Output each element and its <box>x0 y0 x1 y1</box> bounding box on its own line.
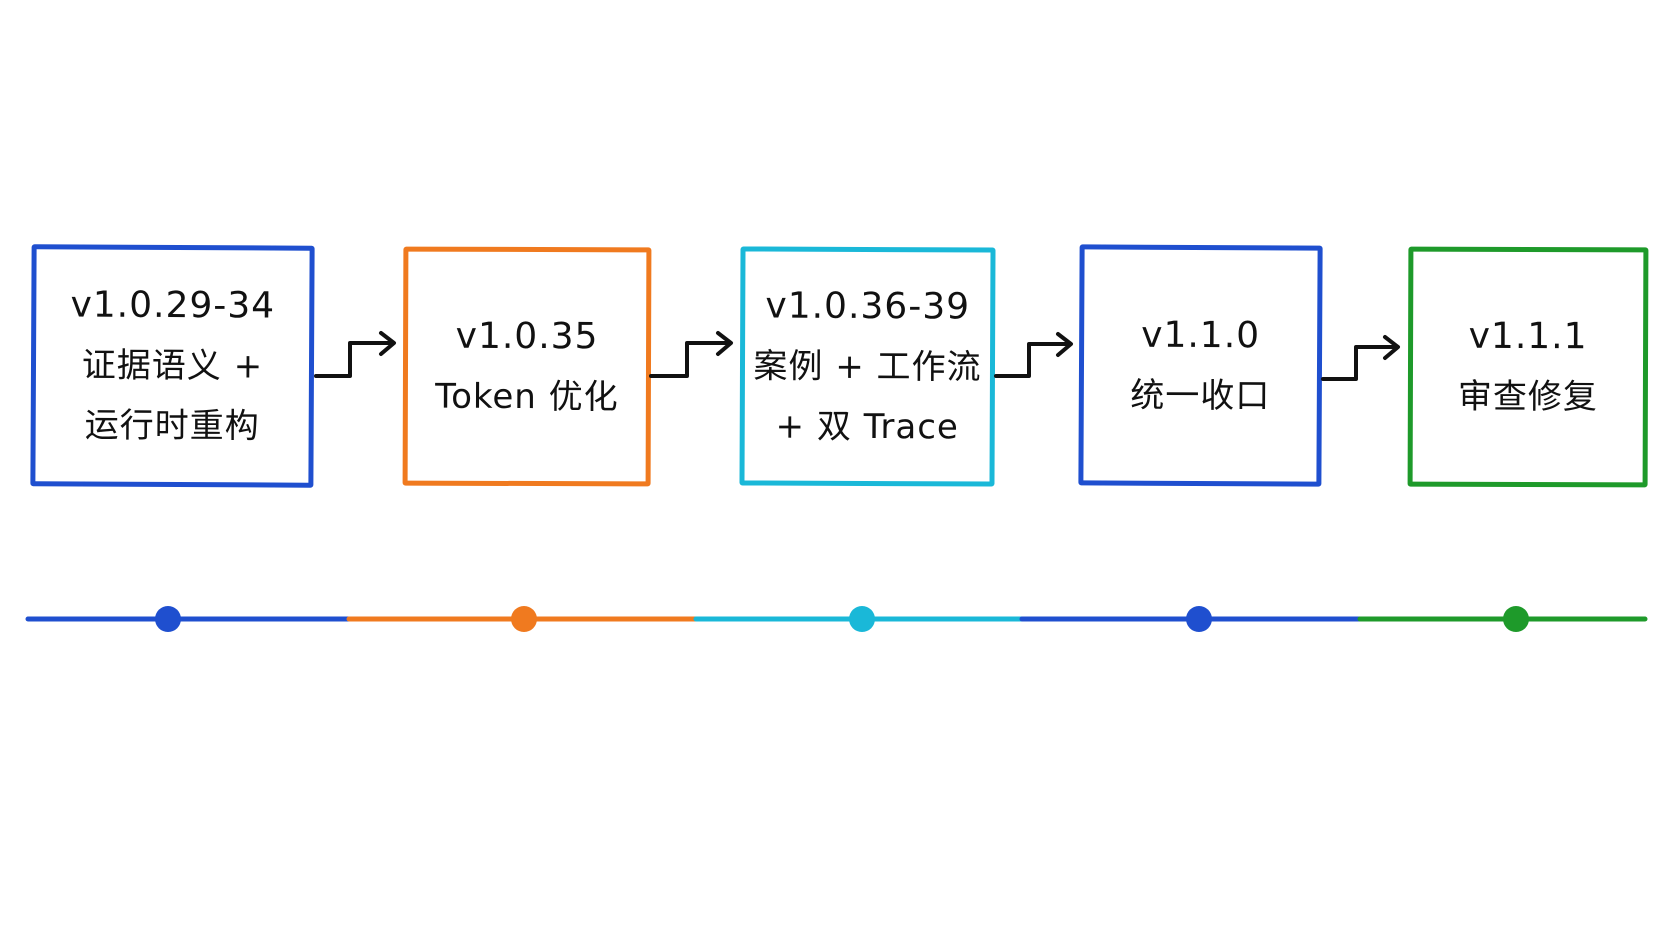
timeline-dot <box>1503 606 1529 632</box>
step-arrow-4-5 <box>1321 335 1400 381</box>
timeline-dot <box>849 606 875 632</box>
timeline-dot <box>511 606 537 632</box>
step-arrow-3-4 <box>994 332 1073 378</box>
step-arrow-2-3 <box>649 331 733 378</box>
timeline-dot <box>1186 606 1212 632</box>
timeline-dots <box>155 606 1529 632</box>
timeline-dot <box>155 606 181 632</box>
step-arrow-1-2 <box>314 331 396 378</box>
step-arrow-group <box>314 331 1400 381</box>
